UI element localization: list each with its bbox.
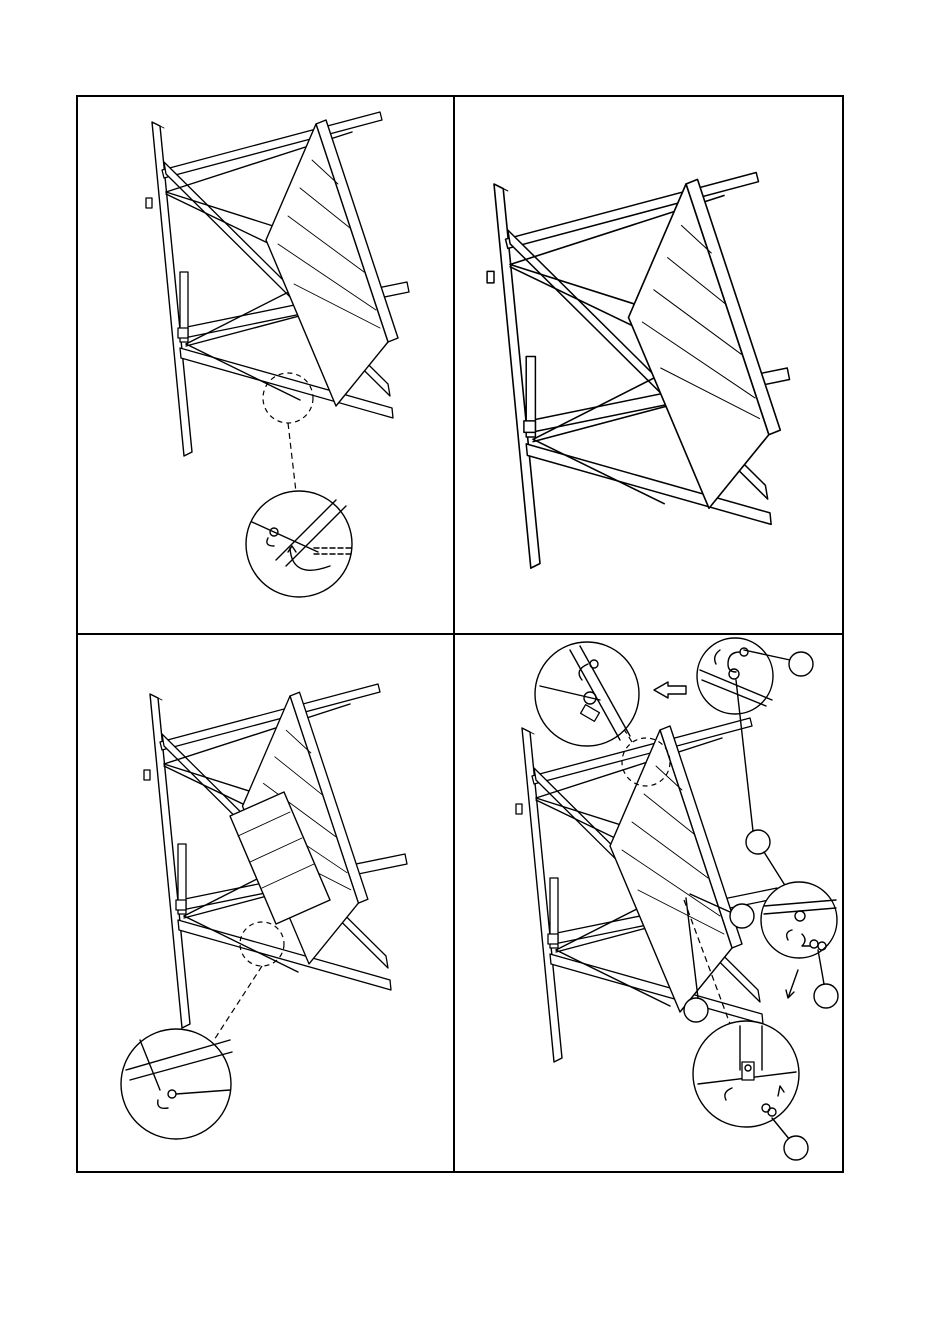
step-4-panel [516, 638, 838, 1160]
step-3-leader-line [214, 966, 262, 1040]
step-4-zoom-detail-upper-right [697, 638, 773, 714]
step-4-callout-6 [784, 1136, 808, 1160]
step-1-leaning-panel [266, 120, 398, 406]
step-3-zoom-detail [121, 1029, 232, 1139]
step-1-leader-line [288, 423, 296, 492]
step-4-callout-4 [730, 904, 754, 928]
step-4-zoom-detail-upper-left [535, 642, 639, 746]
step-4-leader-callout-3 [818, 950, 824, 984]
step-1-zoom-detail [246, 491, 352, 597]
step-1-panel [146, 112, 409, 597]
step-4-zoom-detail-lower [693, 1021, 799, 1127]
step-4-callout-2 [746, 830, 770, 854]
step-4-callout-1 [789, 652, 813, 676]
step-4-callout-5 [684, 998, 708, 1022]
step-2-panel [487, 173, 789, 569]
step-4-direction-arrow-down [786, 970, 798, 998]
step-4-leaning-panel [610, 726, 742, 1012]
step-4-leader-callout-6 [772, 1118, 790, 1140]
step-3-panel [121, 684, 407, 1139]
step-4-callout-3 [814, 984, 838, 1008]
step-2-leaning-panel [629, 179, 781, 508]
step-4-direction-arrow-left [654, 682, 686, 698]
step-4-zoom-detail-middle-right [761, 882, 837, 958]
